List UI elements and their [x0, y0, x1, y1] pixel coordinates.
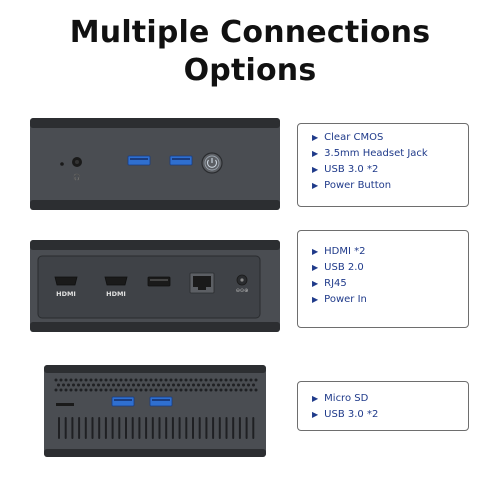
mini-pc-front-view: 🎧	[30, 118, 280, 218]
list-item: ▶HDMI *2	[312, 246, 366, 257]
list-item: ▶Micro SD	[312, 393, 369, 404]
power-in-port: ⊖⊙⊕	[236, 274, 249, 294]
triangle-right-icon: ▶	[312, 410, 319, 419]
triangle-right-icon: ▶	[312, 295, 319, 304]
power-icon	[201, 152, 223, 174]
hdmi-port: HDMI	[54, 276, 78, 298]
side-features-panel: ▶Micro SD ▶USB 3.0 *2	[297, 381, 469, 431]
dc-symbol-icon: ⊖⊙⊕	[236, 288, 249, 294]
triangle-right-icon: ▶	[312, 181, 319, 190]
page-title: Multiple Connections Options	[0, 14, 500, 90]
triangle-right-icon: ▶	[312, 133, 319, 142]
triangle-right-icon: ▶	[312, 394, 319, 403]
triangle-right-icon: ▶	[312, 149, 319, 158]
usb3-port	[111, 396, 135, 407]
mini-pc-rear-view: HDMI HDMI ⊖⊙⊕	[30, 240, 280, 340]
list-item: ▶Power In	[312, 294, 367, 305]
rear-features-panel: ▶HDMI *2 ▶USB 2.0 ▶RJ45 ▶Power In	[297, 230, 469, 328]
rj45-port	[189, 272, 215, 294]
usb3-port	[127, 155, 151, 166]
triangle-right-icon: ▶	[312, 165, 319, 174]
headset-icon: 🎧	[73, 173, 80, 181]
vent-grille-honeycomb	[54, 378, 258, 392]
triangle-right-icon: ▶	[312, 279, 319, 288]
front-features-panel: ▶Clear CMOS ▶3.5mm Headset Jack ▶USB 3.0…	[297, 123, 469, 207]
list-item: ▶Clear CMOS	[312, 132, 384, 143]
triangle-right-icon: ▶	[312, 247, 319, 256]
triangle-right-icon: ▶	[312, 263, 319, 272]
usb2-port	[147, 276, 171, 287]
micro-sd-slot	[56, 403, 74, 406]
list-item: ▶USB 2.0	[312, 262, 364, 273]
usb3-port	[149, 396, 173, 407]
list-item: ▶USB 3.0 *2	[312, 164, 379, 175]
list-item: ▶Power Button	[312, 180, 392, 191]
headset-jack: 🎧	[72, 157, 82, 181]
title-line-2: Options	[183, 53, 317, 88]
hdmi-label: HDMI	[106, 290, 126, 298]
hdmi-label: HDMI	[56, 290, 76, 298]
list-item: ▶RJ45	[312, 278, 347, 289]
list-item: ▶3.5mm Headset Jack	[312, 148, 428, 159]
hdmi-port: HDMI	[104, 276, 128, 298]
mini-pc-side-view	[30, 365, 280, 465]
vent-slots	[58, 417, 255, 439]
list-item: ▶USB 3.0 *2	[312, 409, 379, 420]
usb3-port	[169, 155, 193, 166]
clear-cmos-hole	[60, 162, 64, 166]
title-line-1: Multiple Connections	[69, 15, 431, 50]
